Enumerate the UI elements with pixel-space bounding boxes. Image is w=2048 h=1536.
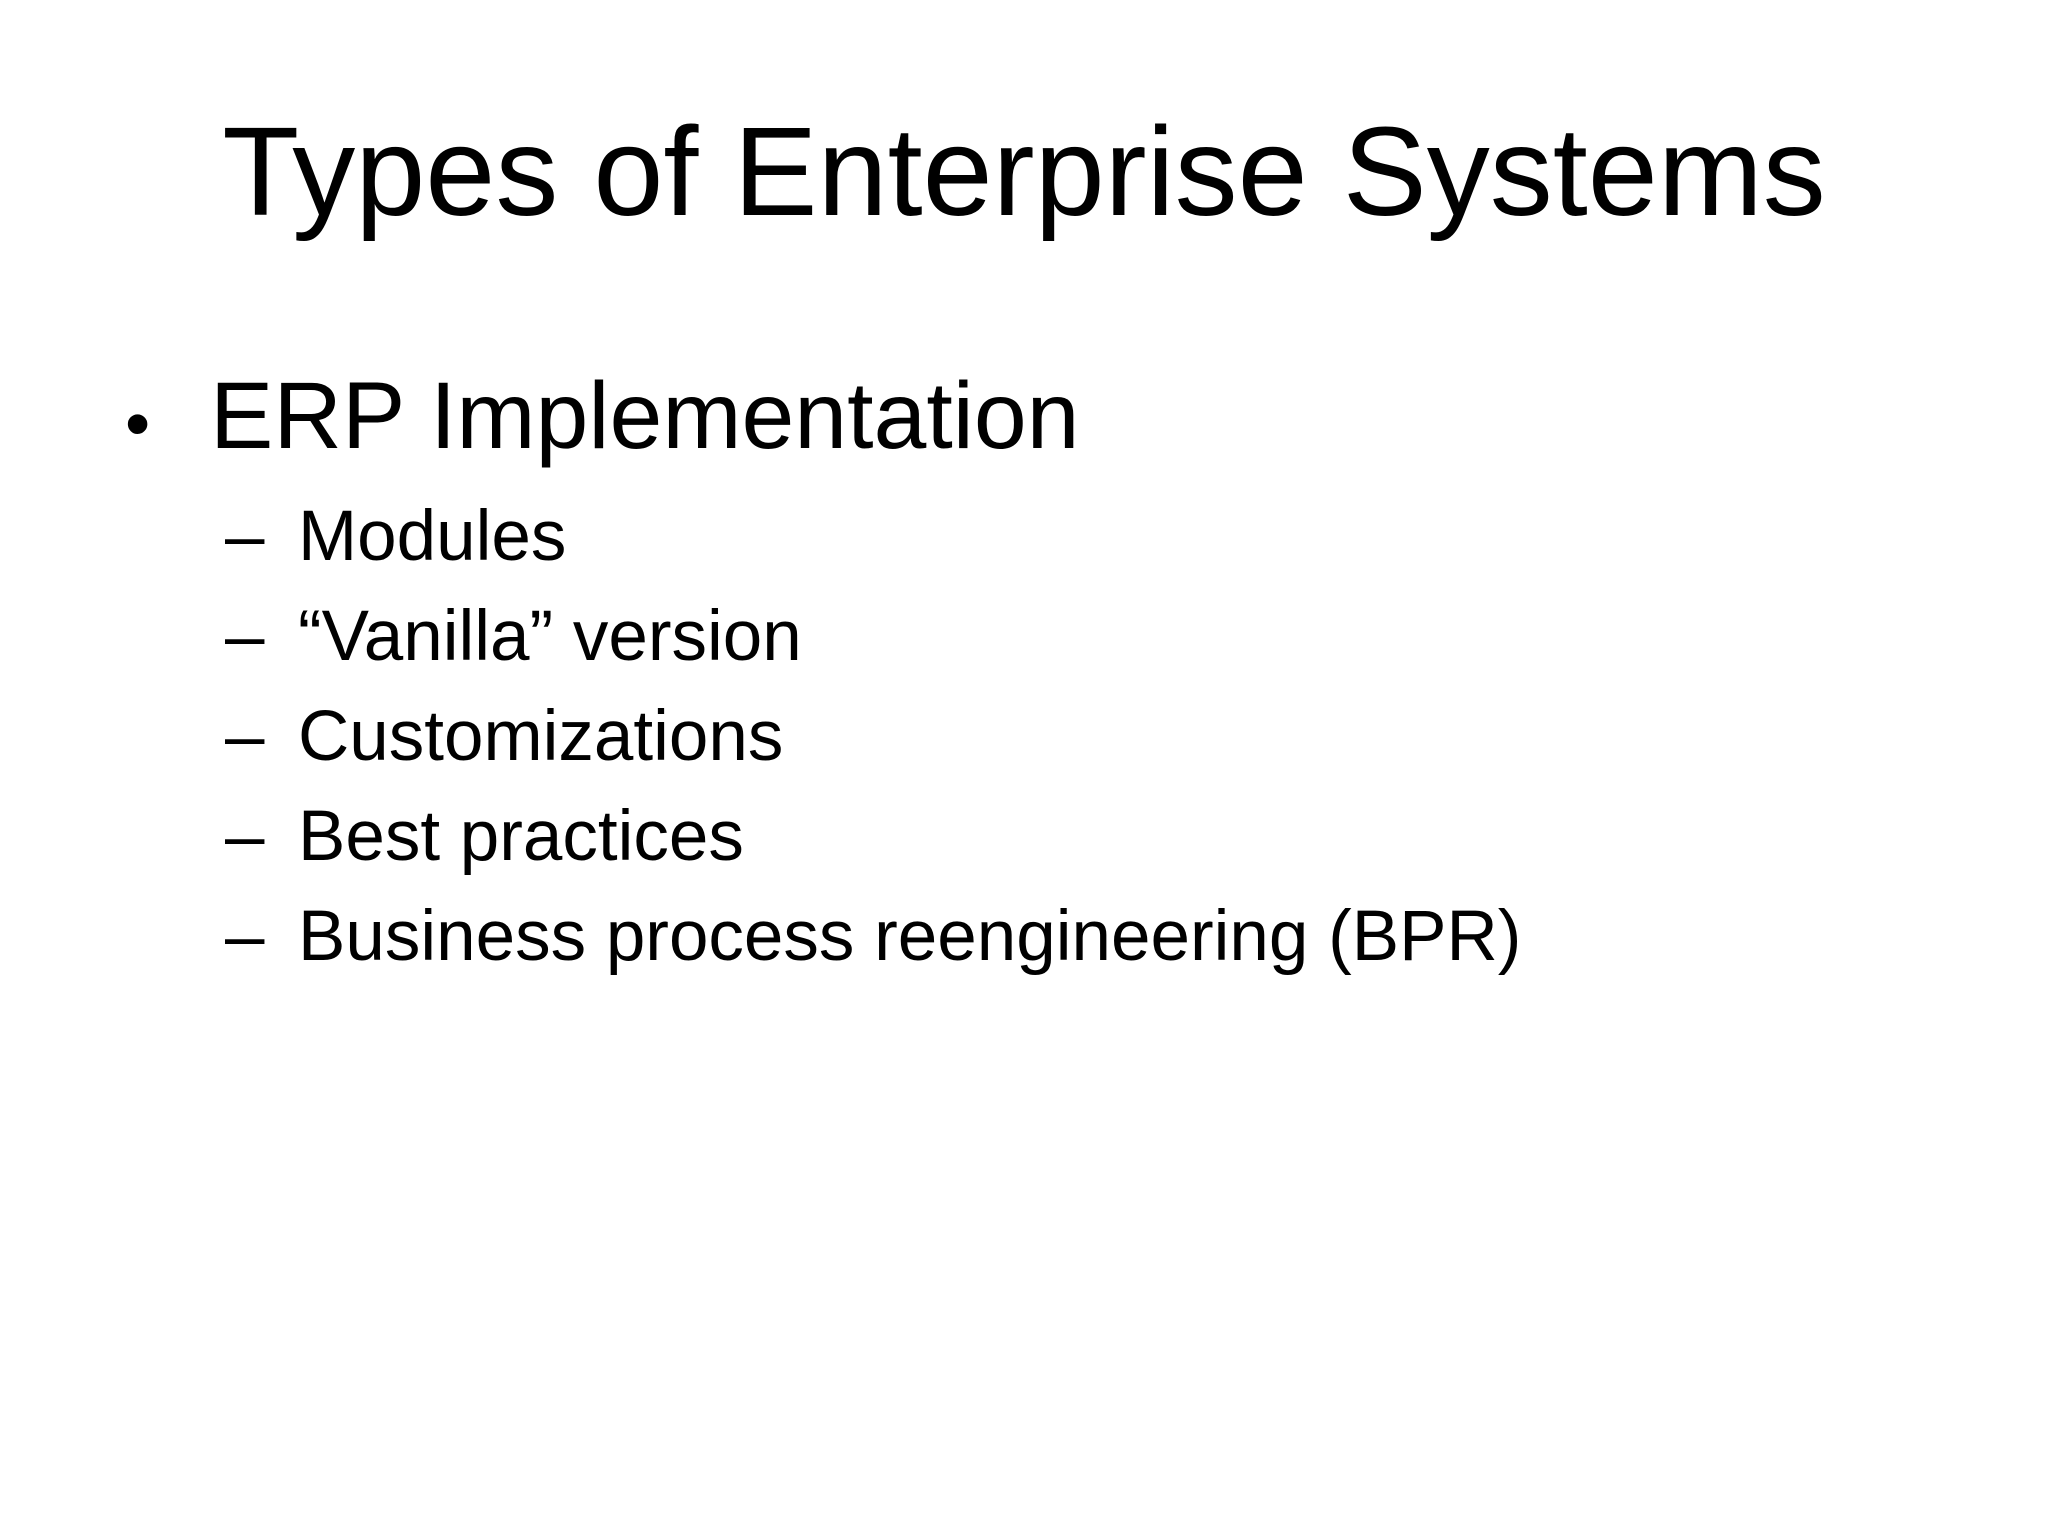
dash-icon: – xyxy=(225,497,265,577)
slide-title: Types of Enterprise Systems xyxy=(222,101,1826,242)
sub-bullet-label: Business process reengineering (BPR) xyxy=(298,897,1522,977)
dash-icon: – xyxy=(225,597,265,677)
sub-bullet-item-best-practices: – Best practices xyxy=(225,787,1925,887)
sub-bullet-item-vanilla-version: – “Vanilla” version xyxy=(225,587,1925,687)
dash-icon: – xyxy=(225,697,265,777)
bullet-item-erp-implementation: • ERP Implementation xyxy=(125,362,1925,471)
sub-bullet-list: – Modules – “Vanilla” version – Customiz… xyxy=(125,487,1925,987)
sub-bullet-label: Customizations xyxy=(298,697,784,777)
bullet-label: ERP Implementation xyxy=(210,363,1080,469)
dash-icon: – xyxy=(225,797,265,877)
sub-bullet-item-customizations: – Customizations xyxy=(225,687,1925,787)
sub-bullet-item-business-process-reengineering: – Business process reengineering (BPR) xyxy=(225,887,1925,987)
sub-bullet-item-modules: – Modules xyxy=(225,487,1925,587)
sub-bullet-label: Modules xyxy=(298,497,567,577)
bullet-dot-icon: • xyxy=(125,384,151,464)
dash-icon: – xyxy=(225,897,265,977)
sub-bullet-label: “Vanilla” version xyxy=(298,597,802,677)
sub-bullet-label: Best practices xyxy=(298,797,744,877)
slide-body: • ERP Implementation – Modules – “Vanill… xyxy=(125,362,1925,987)
